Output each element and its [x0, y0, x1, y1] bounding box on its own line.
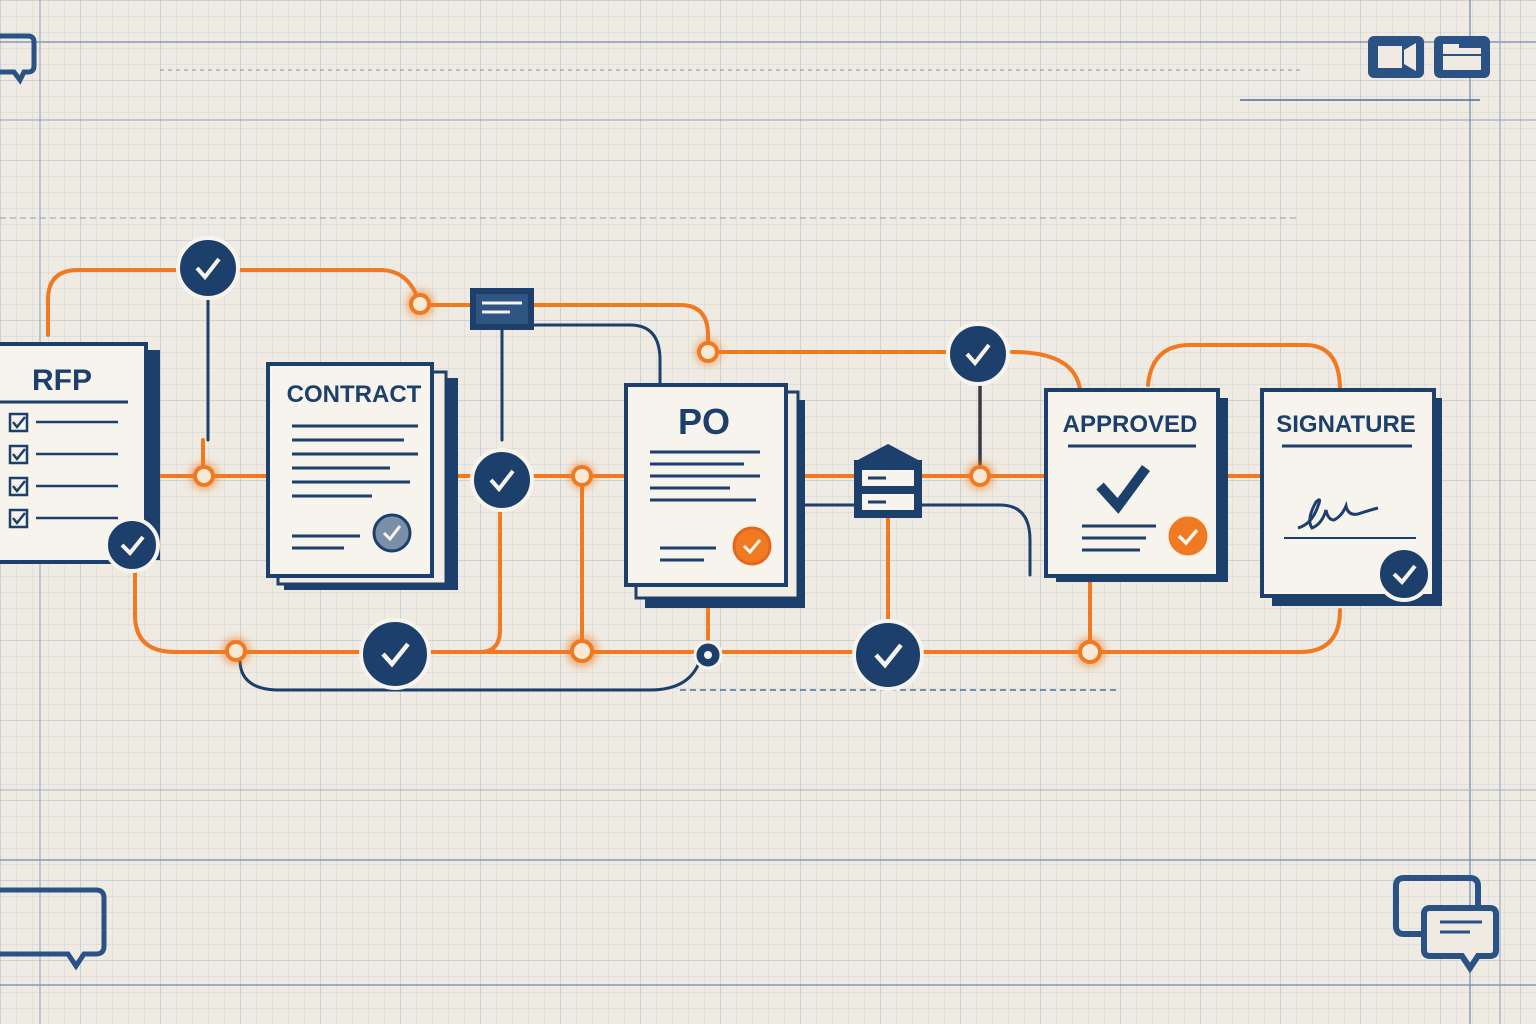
signature-scribble: [1297, 498, 1379, 530]
check-icon: [359, 618, 431, 690]
doc-contract: CONTRACT: [266, 362, 458, 590]
checklist-icon: [8, 412, 118, 529]
check-icon: [176, 236, 240, 300]
junction-dots: [190, 290, 1105, 670]
junction-dot-icon: [693, 640, 723, 670]
doc-title-contract: CONTRACT: [287, 381, 422, 408]
seal-icon: [372, 513, 412, 553]
chat-bubble-icon: [0, 887, 107, 971]
doc-title-signature: SIGNATURE: [1276, 411, 1416, 438]
junction-dot-icon: [569, 463, 595, 489]
doc-signature: SIGNATURE: [1260, 388, 1442, 606]
check-icon: [470, 448, 534, 512]
check-icon: [852, 619, 924, 691]
doc-title-po: PO: [678, 401, 730, 442]
check-badge-icon: [1165, 513, 1211, 559]
doc-po: PO: [624, 383, 805, 608]
junction-dot-icon: [222, 637, 250, 665]
junction-dot-icon: [566, 635, 598, 667]
junction-dot-icon: [190, 462, 218, 490]
doc-title-rfp: RFP: [32, 364, 92, 397]
check-nodes: [104, 236, 1010, 691]
doc-approved: APPROVED: [1044, 388, 1228, 582]
junction-dot-icon: [966, 462, 994, 490]
large-check-icon: [1096, 465, 1151, 514]
server-icon: [854, 444, 922, 518]
card-icon: [470, 288, 534, 330]
check-icon: [104, 517, 160, 573]
doc-title-approved: APPROVED: [1063, 411, 1198, 438]
junction-dot-icon: [695, 339, 721, 365]
junction-dot-icon: [1075, 637, 1105, 667]
chat-bubble-icon: [0, 33, 37, 85]
check-icon: [946, 322, 1010, 386]
folder-icon: [1434, 36, 1490, 78]
check-badge-icon: [732, 526, 772, 566]
video-camera-icon: [1368, 36, 1424, 78]
chat-bubbles-icon: [1393, 875, 1499, 974]
check-badge-icon: [1376, 546, 1432, 602]
junction-dot-icon: [406, 290, 434, 318]
